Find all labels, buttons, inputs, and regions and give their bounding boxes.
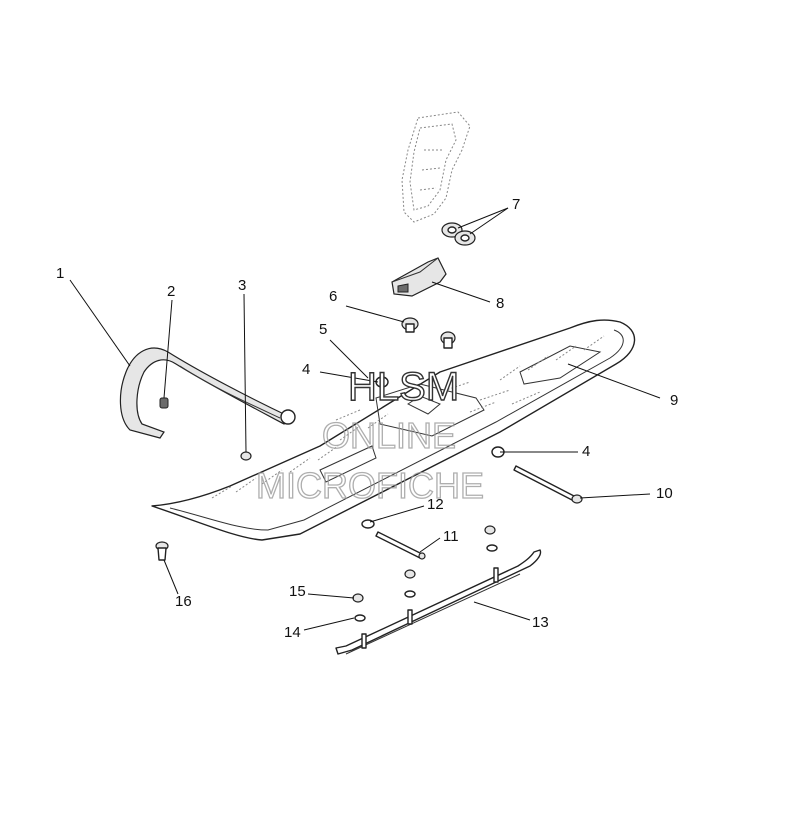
watermark: HLSM ONLINE MICROFICHE (255, 364, 484, 506)
callout-8: 8 (496, 295, 504, 312)
callout-6: 6 (329, 288, 337, 305)
ski-body (151, 319, 636, 541)
callout-4-upper: 4 (302, 361, 310, 378)
callout-13: 13 (532, 614, 549, 631)
callout-16: 16 (175, 593, 192, 610)
watermark-line3: MICROFICHE (256, 465, 484, 506)
callout-labels: 1 2 3 4 4 5 6 7 8 9 10 11 12 13 14 15 16 (56, 196, 678, 641)
long-bolt (513, 465, 583, 504)
pivot-bushings (401, 317, 456, 349)
bushings (441, 222, 476, 246)
spindle-bracket (391, 257, 447, 297)
callout-1: 1 (56, 265, 64, 282)
pin-11 (375, 531, 426, 560)
spindle-ghost-outline (401, 111, 471, 223)
callout-5: 5 (319, 321, 327, 338)
callout-7: 7 (512, 196, 520, 213)
callout-3: 3 (238, 277, 246, 294)
loop-fastener (159, 397, 169, 409)
nut-3 (240, 451, 252, 461)
callout-15: 15 (289, 583, 306, 600)
callout-14: 14 (284, 624, 301, 641)
callout-2: 2 (167, 283, 175, 300)
watermark-line1: HLSM (348, 365, 459, 409)
leader-lines (69, 207, 661, 631)
ski-loop (119, 347, 296, 439)
callout-12: 12 (427, 496, 444, 513)
callout-9: 9 (670, 392, 678, 409)
wear-bar (335, 549, 542, 655)
watermark-line2: ONLINE (322, 415, 456, 456)
callout-4-lower: 4 (582, 443, 590, 460)
bolt-16 (155, 541, 169, 561)
callout-10: 10 (656, 485, 673, 502)
callout-11: 11 (443, 528, 459, 545)
wear-bar-fasteners (352, 525, 498, 622)
